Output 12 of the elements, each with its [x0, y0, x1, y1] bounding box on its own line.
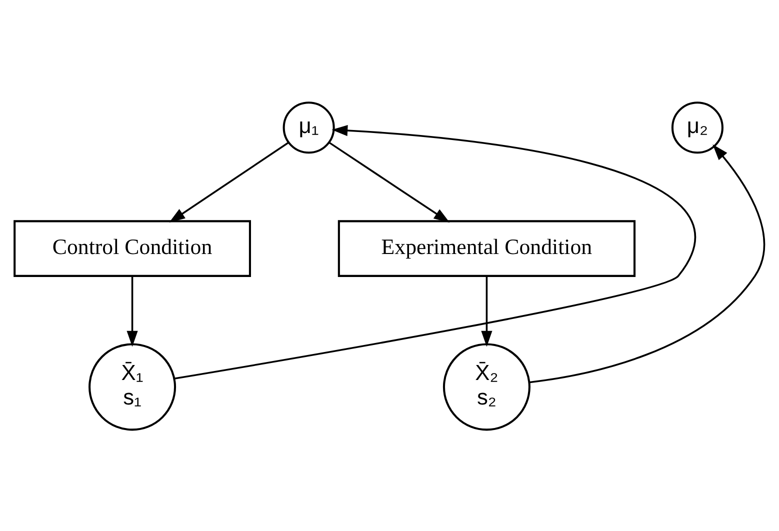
arrow: [174, 124, 694, 380]
node-circle: X̄₂ s₂: [442, 342, 530, 430]
node-box: Experimental Condition: [338, 220, 636, 276]
arrow: [481, 276, 492, 346]
node-box: Control Condition: [14, 220, 251, 276]
arrow: [169, 142, 289, 222]
arrow: [126, 276, 138, 346]
node-circle: X̄₁ s₁: [88, 342, 176, 430]
arrow: [529, 144, 765, 383]
node-circle: μ₂: [671, 101, 724, 154]
arrow: [328, 141, 450, 222]
node-circle: μ₁: [282, 101, 335, 154]
